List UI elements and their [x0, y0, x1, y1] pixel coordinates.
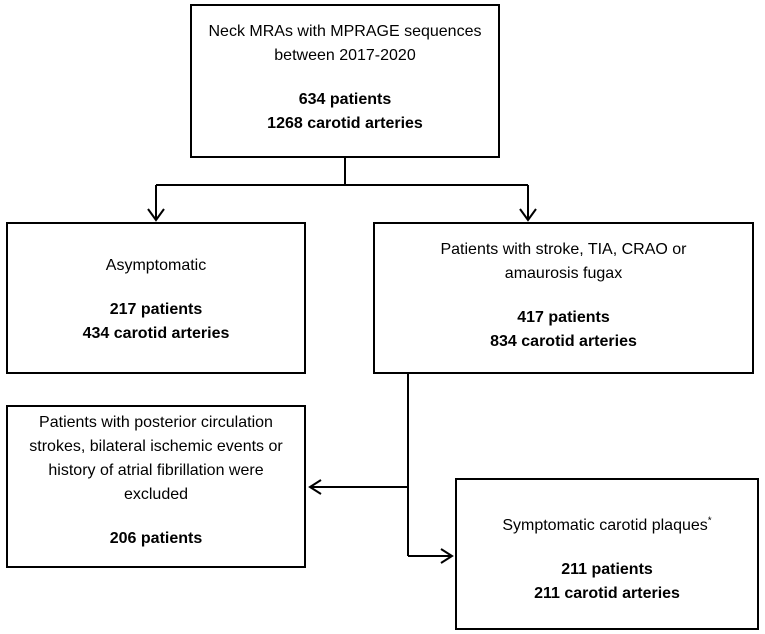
excluded-patients: 206 patients — [109, 530, 203, 547]
box-symptomatic-plaques: Symptomatic carotid plaques* 211 patient… — [455, 478, 759, 630]
plaques-title: Symptomatic carotid plaques — [502, 517, 708, 534]
excluded-line-4: excluded — [123, 486, 189, 503]
symptomatic-line-2: amaurosis fugax — [504, 265, 623, 282]
plaques-patients: 211 patients — [561, 561, 653, 578]
top-patients: 634 patients — [298, 91, 392, 108]
top-line-1: Neck MRAs with MPRAGE sequences — [208, 23, 482, 40]
box-symptomatic: Patients with stroke, TIA, CRAO or amaur… — [373, 222, 754, 374]
arrowhead-symptomatic — [519, 208, 537, 222]
arrowhead-plaques — [440, 548, 454, 564]
symptomatic-line-1: Patients with stroke, TIA, CRAO or — [440, 241, 687, 258]
top-arteries: 1268 carotid arteries — [267, 115, 423, 132]
excluded-line-3: history of atrial fibrillation were — [48, 462, 264, 479]
arrowhead-asymptomatic — [147, 208, 165, 222]
top-line-2: between 2017-2020 — [274, 47, 416, 64]
asymptomatic-patients: 217 patients — [109, 301, 203, 318]
box-neck-mras: Neck MRAs with MPRAGE sequences between … — [190, 4, 500, 158]
symptomatic-arteries: 834 carotid arteries — [490, 333, 637, 350]
excluded-line-1: Patients with posterior circulation — [39, 414, 273, 431]
asymptomatic-title: Asymptomatic — [105, 257, 207, 274]
box-asymptomatic: Asymptomatic 217 patients 434 carotid ar… — [6, 222, 306, 374]
plaques-arteries: 211 carotid arteries — [534, 585, 680, 602]
asymptomatic-arteries: 434 carotid arteries — [82, 325, 230, 342]
plaques-title-line: Symptomatic carotid plaques* — [457, 514, 757, 538]
plaques-footnote-marker: * — [707, 515, 712, 527]
excluded-line-2: strokes, bilateral ischemic events or — [29, 438, 283, 455]
arrowhead-excluded — [308, 479, 322, 495]
symptomatic-patients: 417 patients — [517, 309, 610, 326]
box-excluded: Patients with posterior circulation stro… — [6, 405, 306, 568]
